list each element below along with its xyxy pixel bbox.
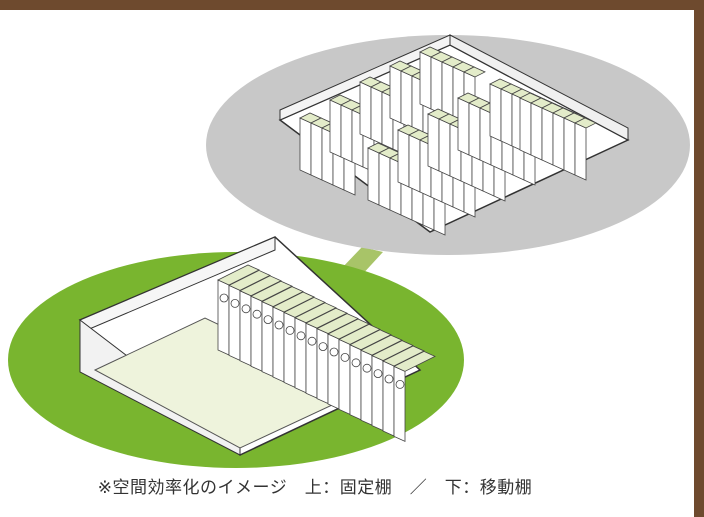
shelf-handle-icon xyxy=(318,342,328,352)
shelf-handle-icon xyxy=(351,358,361,368)
mobile-shelf-unit xyxy=(283,296,326,388)
mobile-shelf-unit xyxy=(217,264,260,356)
shelf-handle-icon xyxy=(252,309,262,319)
shelf-handle-icon xyxy=(230,298,240,308)
shelf-handle-icon xyxy=(384,374,394,384)
mobile-shelf-unit xyxy=(250,280,293,372)
shelf-handle-icon xyxy=(263,315,273,325)
mobile-shelf-rows xyxy=(217,264,436,442)
fixed-shelf-unit xyxy=(419,46,442,110)
fixed-shelf-unit xyxy=(574,117,597,181)
mobile-shelf-unit xyxy=(272,291,315,383)
fixed-shelf-rows xyxy=(299,46,597,236)
mobile-shelf-unit xyxy=(294,302,337,394)
shelf-handle-icon xyxy=(241,304,251,314)
shelf-handle-icon xyxy=(395,379,405,389)
mobile-shelf-unit xyxy=(261,286,304,378)
fixed-shelf-unit xyxy=(408,129,431,193)
mobile-shelf-unit xyxy=(338,323,381,415)
shelf-handle-icon xyxy=(340,352,350,362)
mobile-shelf-unit xyxy=(239,275,282,367)
shelf-handle-icon xyxy=(219,293,229,303)
shelf-handle-icon xyxy=(362,363,372,373)
mobile-shelf-unit xyxy=(327,318,370,410)
shelf-handle-icon xyxy=(296,331,306,341)
shelf-handle-icon xyxy=(373,369,383,379)
caption-text: ※空間効率化のイメージ 上：固定棚 ／ 下：移動棚 xyxy=(97,478,533,498)
mobile-shelf-unit xyxy=(349,329,392,421)
mobile-shelf-unit xyxy=(393,350,436,442)
mobile-shelf-view xyxy=(8,236,464,468)
shelf-handle-icon xyxy=(329,347,339,357)
fixed-shelf-unit xyxy=(563,112,586,176)
mobile-shelf-unit xyxy=(305,307,348,399)
shelf-handle-icon xyxy=(307,336,317,346)
fixed-shelf-view xyxy=(206,34,690,255)
shelf-handle-icon xyxy=(274,320,284,330)
shelf-handle-icon xyxy=(285,325,295,335)
